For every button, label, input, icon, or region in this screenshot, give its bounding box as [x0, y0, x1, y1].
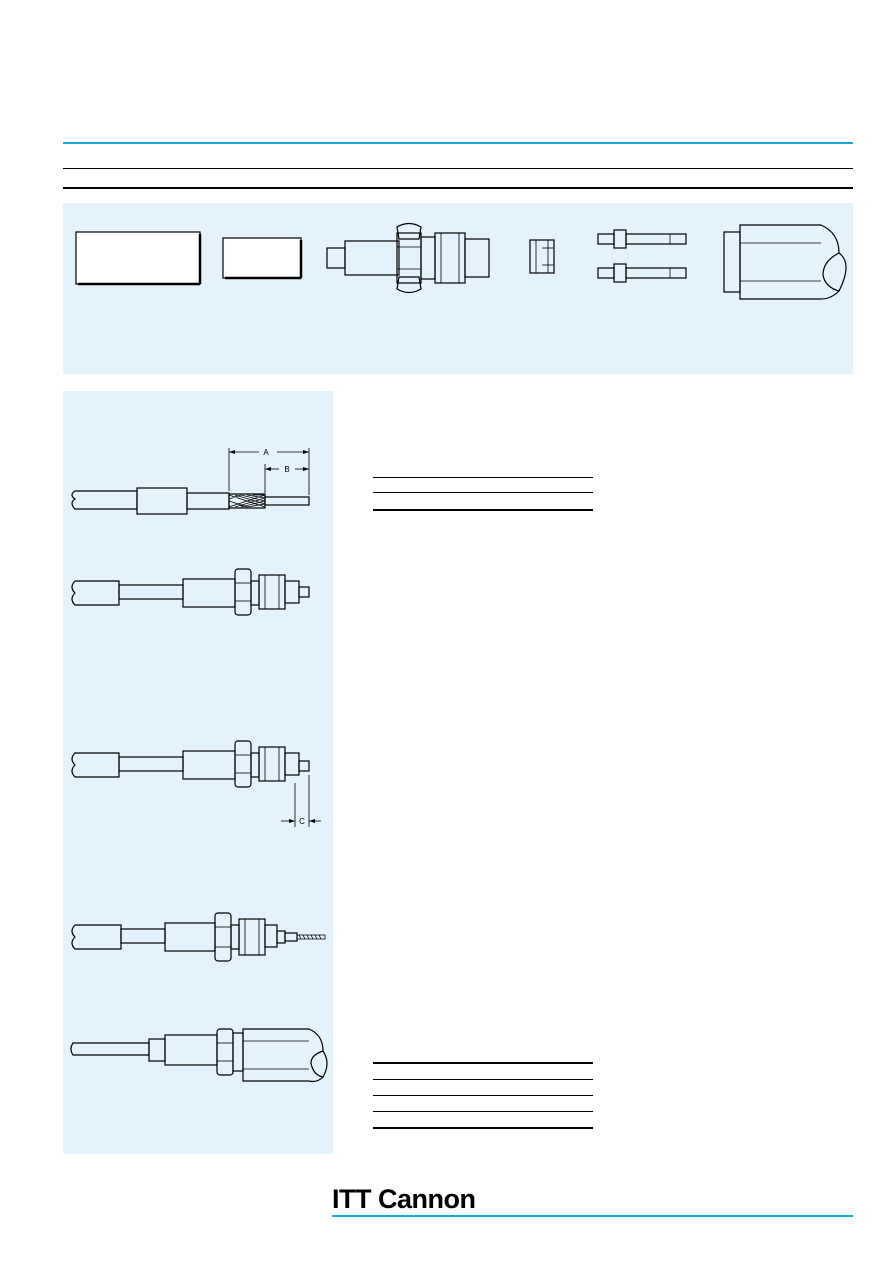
step-1-cable-strip: A B: [71, 448, 310, 515]
header-rule-thin: [63, 168, 853, 169]
header-rule-thick: [63, 187, 853, 189]
table-top-rule-2: [373, 492, 593, 493]
table-bottom-rule-4: [373, 1111, 593, 1112]
step-5-final-assembly: [70, 1028, 328, 1083]
table-top-rule-3: [373, 509, 593, 511]
footer-accent-rule: [332, 1215, 853, 1217]
step-2-body-assembly: [71, 568, 310, 616]
part-sleeve-short: [222, 237, 303, 280]
part-connector-body: [326, 222, 490, 294]
part-sleeve-long: [75, 231, 202, 286]
step-4-contact-crimp: [71, 912, 326, 962]
assembly-panel: A B: [63, 391, 333, 1154]
table-bottom-rule-5: [373, 1127, 593, 1129]
step-3-contact-position: C: [71, 740, 321, 827]
table-bottom-rule-3: [373, 1095, 593, 1096]
table-bottom-rule-2: [373, 1079, 593, 1080]
parts-panel: [63, 203, 853, 374]
header-accent-rule: [63, 142, 853, 144]
dimension-b-label: B: [284, 465, 289, 474]
brand-logo: ITT Cannon: [332, 1184, 476, 1214]
part-coupling-nut: [723, 224, 847, 300]
part-ferrule: [529, 239, 555, 274]
dimension-a-label: A: [263, 448, 269, 457]
part-contact-pins: [597, 229, 687, 283]
table-top-rule-1: [373, 477, 593, 478]
dimension-c-label: C: [299, 817, 305, 826]
assembly-illustration: A B: [70, 448, 328, 1083]
table-bottom-rule-1: [373, 1062, 593, 1064]
parts-illustration: [75, 222, 847, 300]
